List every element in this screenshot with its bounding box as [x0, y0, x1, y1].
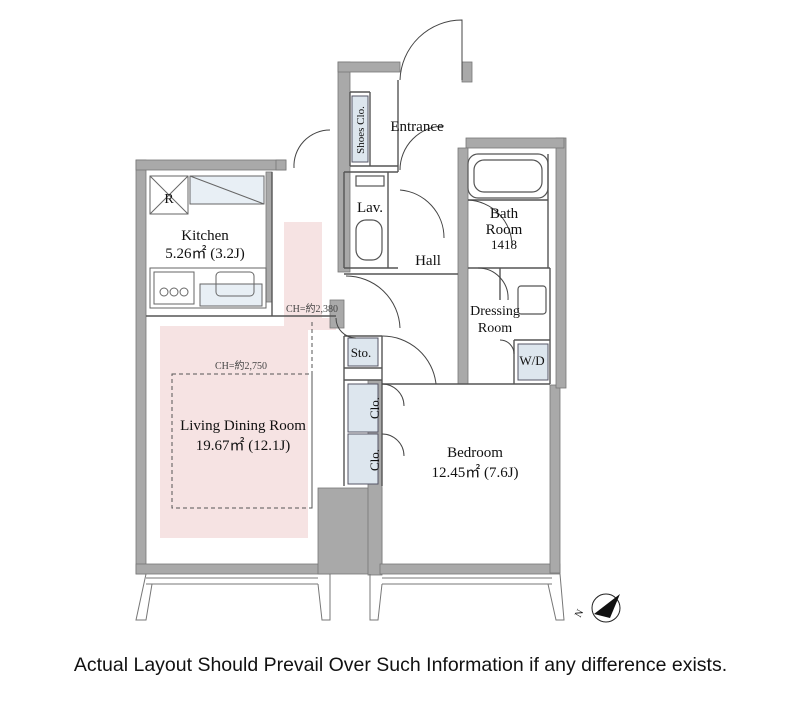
- compass-icon: N: [573, 593, 621, 623]
- bedroom-name: Bedroom: [447, 445, 503, 461]
- disclaimer-text: Actual Layout Should Prevail Over Such I…: [73, 654, 728, 676]
- washer-dryer-label: W/D: [519, 353, 544, 368]
- living-name: Living Dining Room: [180, 418, 306, 434]
- shoes-closet-label: Shoes Clo.: [355, 106, 367, 154]
- living-area: 19.67㎡ (12.1J): [196, 437, 291, 454]
- compass-north-label: N: [573, 608, 586, 620]
- bath-fixtures: [355, 153, 549, 315]
- living-highlight: [160, 222, 336, 538]
- kitchen-fixtures: [149, 175, 267, 309]
- floor-plan: R Kitchen 5.26㎡ (3.2J) CH=約2,380 CH=約2,7…: [135, 19, 621, 623]
- storage-fills: [347, 95, 549, 485]
- ceiling-height-lowered: CH=約2,380: [286, 302, 338, 315]
- door-swings: [293, 19, 515, 457]
- kitchen-fridge-label: R: [164, 192, 174, 207]
- ceiling-height-living: CH=約2,750: [215, 359, 267, 372]
- entrance-label: Entrance: [390, 119, 444, 135]
- dressing-name-line2: Room: [478, 321, 512, 336]
- bedroom-area: 12.45㎡ (7.6J): [431, 464, 518, 481]
- closet-label-1: Clo.: [367, 397, 382, 419]
- kitchen-name: Kitchen: [181, 228, 229, 244]
- closet-label-2: Clo.: [367, 449, 382, 471]
- inner-walls: [146, 80, 551, 486]
- lav-label: Lav.: [357, 200, 383, 216]
- bath-name-line1: Bath: [490, 206, 519, 222]
- bath-name-line2: Room: [486, 222, 523, 238]
- bath-size: 1418: [491, 237, 517, 252]
- hall-label: Hall: [415, 253, 441, 269]
- bottom-windows: [135, 573, 565, 621]
- kitchen-area: 5.26㎡ (3.2J): [165, 245, 245, 262]
- dressing-name-line1: Dressing: [470, 304, 520, 319]
- storage-label: Sto.: [351, 345, 372, 360]
- ceiling-lines: [171, 320, 313, 509]
